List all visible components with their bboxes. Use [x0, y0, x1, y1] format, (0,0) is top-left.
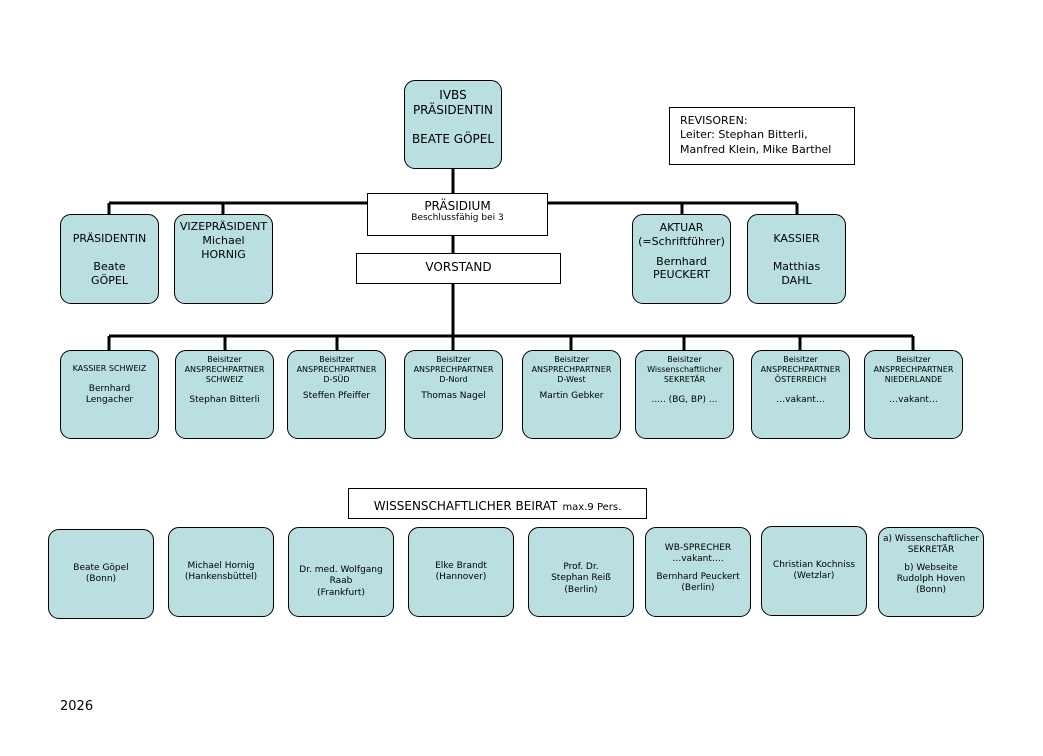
board-kassier: KASSIER Matthias DAHL [747, 214, 846, 304]
board-presidentin: PRÄSIDENTIN Beate GÖPEL [60, 214, 159, 304]
advisory-title: WISSENSCHAFTLICHER BEIRAT [373, 499, 558, 513]
advisor-8: a) Wissenschaftlicher SEKRETÄR b) Websei… [878, 527, 984, 617]
board-name: Matthias DAHL [772, 259, 821, 287]
member-6: Beisitzer Wissenschaftlicher SEKRETÄR ..… [635, 350, 734, 439]
auditors-members: Manfred Klein, Mike Barthel [680, 142, 832, 156]
president-title: PRÄSIDENTIN [412, 103, 494, 117]
member-role: Beisitzer ANSPRECHPARTNER D-SÜD [296, 355, 377, 384]
advisor-1: Beate Göpel (Bonn) [48, 529, 154, 619]
member-name: …vakant… [776, 395, 825, 405]
board-vicepresident: VIZEPRÄSIDENT Michael HORNIG [174, 214, 273, 304]
board-role: PRÄSIDENTIN [72, 232, 147, 245]
presidium-title: PRÄSIDIUM [424, 199, 491, 213]
member-5: Beisitzer ANSPRECHPARTNER D-West Martin … [522, 350, 621, 439]
advisor-text: b) Webseite Rudolph Hoven (Bonn) [896, 562, 966, 596]
advisory-title-box: WISSENSCHAFTLICHER BEIRAT max.9 Pers. [348, 488, 647, 519]
auditors-heading: REVISOREN: [680, 114, 748, 127]
member-role: Beisitzer Wissenschaftlicher SEKRETÄR [647, 355, 722, 384]
member-role: KASSIER SCHWEIZ [72, 364, 147, 373]
advisor-text: Beate Göpel (Bonn) [73, 562, 129, 584]
member-role: Beisitzer ANSPRECHPARTNER SCHWEIZ [184, 355, 265, 384]
member-name: Stephan Bitterli [189, 395, 260, 405]
member-role: Beisitzer ANSPRECHPARTNER D-West [531, 355, 612, 384]
advisor-text: Michael Hornig (Hankensbüttel) [184, 560, 258, 582]
member-3: Beisitzer ANSPRECHPARTNER D-SÜD Steffen … [287, 350, 386, 439]
member-4: Beisitzer ANSPRECHPARTNER D-Nord Thomas … [404, 350, 503, 439]
member-name: ..... (BG, BP) ... [651, 395, 718, 405]
auditors-lead: Leiter: Stephan Bitterli, [680, 128, 808, 142]
advisor-7: Christian Kochniss (Wetzlar) [761, 526, 867, 616]
advisor-2: Michael Hornig (Hankensbüttel) [168, 527, 274, 617]
member-role: Beisitzer ANSPRECHPARTNER NIEDERLANDE [873, 355, 954, 384]
board-role: AKTUAR (=Schriftführer) [638, 221, 725, 248]
presidium-box: PRÄSIDIUM Beschlussfähig bei 3 [367, 193, 548, 236]
member-name: Bernhard Lengacher [85, 384, 134, 406]
advisor-text: Prof. Dr. Stephan Reiß (Berlin) [551, 562, 611, 595]
president-org: IVBS [439, 88, 467, 102]
board-name: Bernhard PEUCKERT [652, 254, 711, 282]
member-1: KASSIER SCHWEIZ Bernhard Lengacher [60, 350, 159, 439]
advisor-text: Elke Brandt (Hannover) [435, 560, 487, 582]
advisor-text: Christian Kochniss (Wetzlar) [772, 559, 856, 581]
advisor-4: Elke Brandt (Hannover) [408, 527, 514, 617]
member-7: Beisitzer ANSPRECHPARTNER ÖSTERREICH …va… [751, 350, 850, 439]
president-name: BEATE GÖPEL [411, 132, 495, 146]
president-box: IVBS PRÄSIDENTIN BEATE GÖPEL [404, 80, 502, 169]
executive-label-box: VORSTAND [356, 253, 561, 284]
board-aktuar: AKTUAR (=Schriftführer) Bernhard PEUCKER… [632, 214, 731, 304]
member-8: Beisitzer ANSPRECHPARTNER NIEDERLANDE …v… [864, 350, 963, 439]
board-role: VIZEPRÄSIDENT Michael HORNIG [179, 220, 268, 261]
advisor-head: a) Wissenschaftlicher SEKRETÄR [883, 534, 979, 556]
member-role: Beisitzer ANSPRECHPARTNER ÖSTERREICH [760, 355, 841, 384]
presidium-subtitle: Beschlussfähig bei 3 [411, 213, 504, 223]
advisor-text: Dr. med. Wolfgang Raab (Frankfurt) [299, 565, 383, 598]
advisory-note: max.9 Pers. [562, 502, 622, 513]
member-name: Thomas Nagel [421, 391, 486, 401]
advisor-5: Prof. Dr. Stephan Reiß (Berlin) [528, 527, 634, 617]
member-name: …vakant… [889, 395, 938, 405]
board-name: Beate GÖPEL [91, 259, 128, 287]
member-name: Steffen Pfeiffer [302, 391, 371, 401]
executive-label: VORSTAND [425, 260, 492, 274]
advisor-head: WB-SPRECHER …vakant…. [664, 543, 732, 565]
advisor-text: Bernhard Peuckert (Berlin) [656, 571, 740, 593]
advisor-6: WB-SPRECHER …vakant…. Bernhard Peuckert … [645, 527, 751, 617]
advisor-3: Dr. med. Wolfgang Raab (Frankfurt) [288, 527, 394, 617]
auditors-box: REVISOREN: Leiter: Stephan Bitterli, Man… [669, 107, 855, 165]
year-label: 2026 [60, 699, 94, 714]
board-role: KASSIER [773, 232, 820, 245]
member-2: Beisitzer ANSPRECHPARTNER SCHWEIZ Stepha… [175, 350, 274, 439]
member-name: Martin Gebker [539, 391, 604, 401]
member-role: Beisitzer ANSPRECHPARTNER D-Nord [413, 355, 494, 384]
